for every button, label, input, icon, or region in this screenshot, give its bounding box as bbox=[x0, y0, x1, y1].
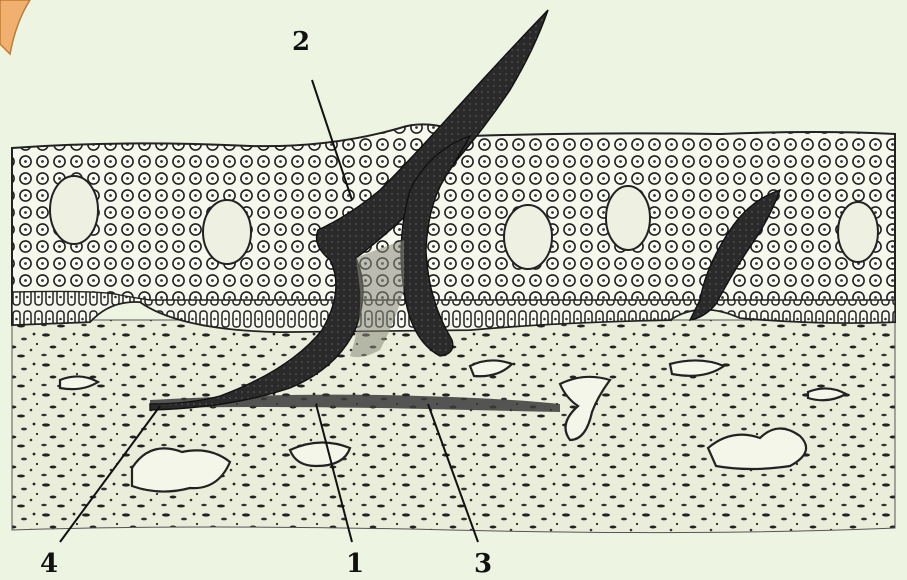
label-2: 2 bbox=[292, 27, 310, 57]
pale-cell bbox=[50, 176, 98, 244]
label-4: 4 bbox=[40, 549, 58, 579]
pale-cell bbox=[504, 205, 552, 269]
pale-cell bbox=[203, 200, 251, 264]
label-3: 3 bbox=[474, 549, 492, 579]
pale-cell bbox=[838, 202, 878, 262]
pale-cell bbox=[606, 186, 650, 250]
label-1: 1 bbox=[346, 549, 364, 579]
